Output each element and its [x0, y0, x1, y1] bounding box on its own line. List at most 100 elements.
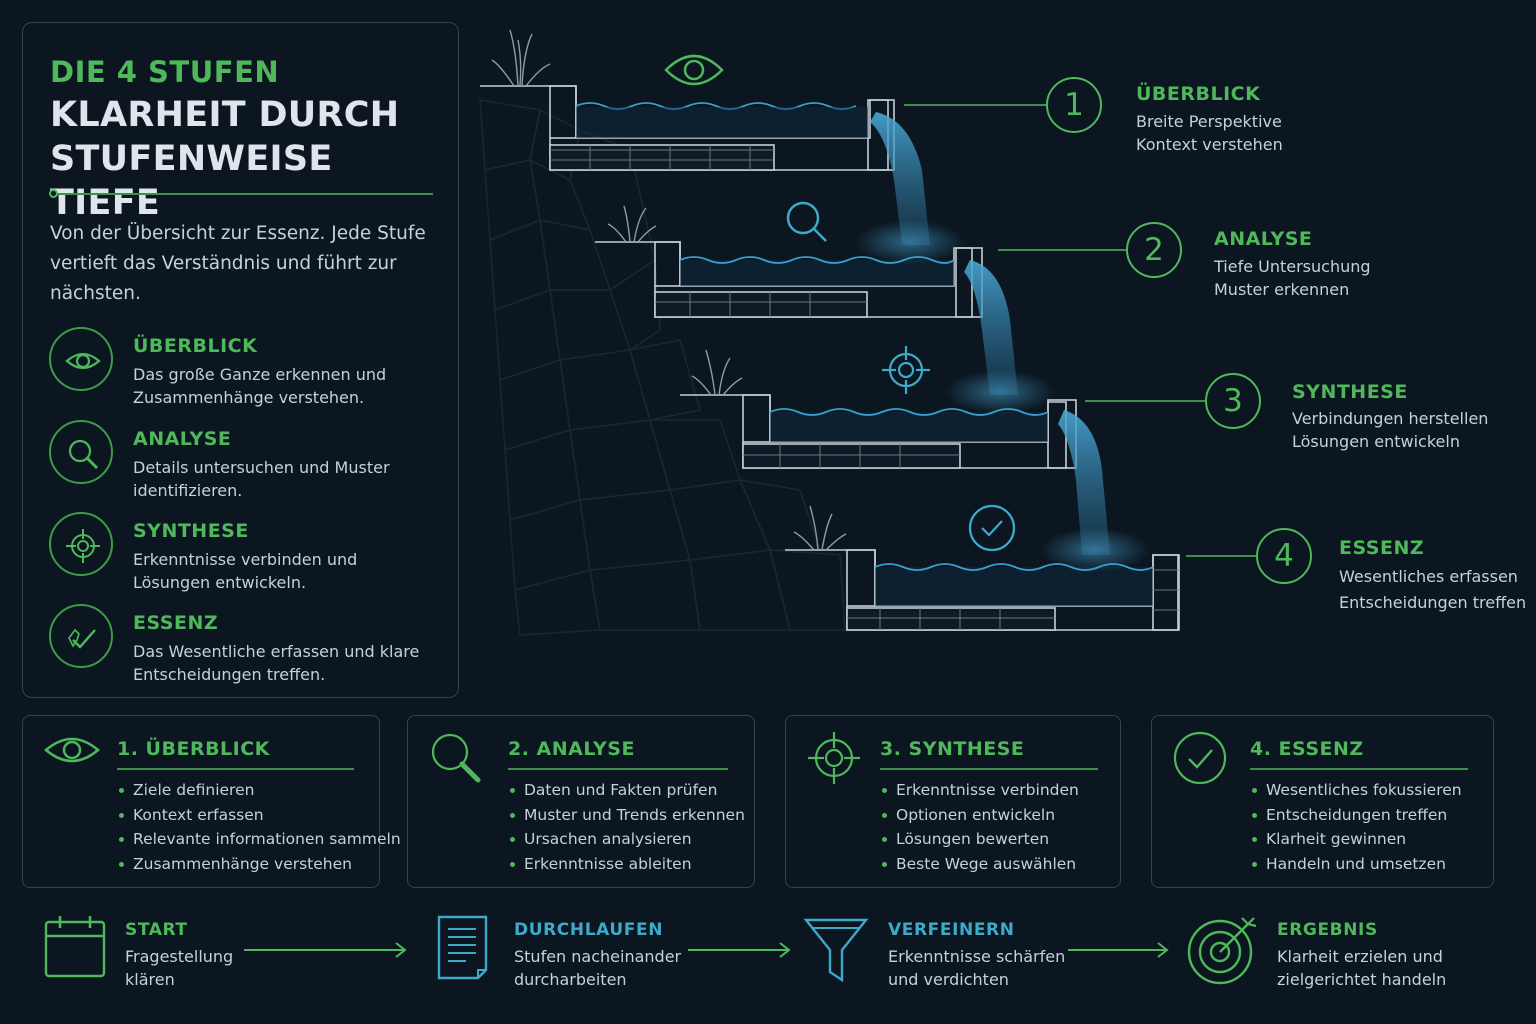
stage-node-title: ESSENZ — [1339, 537, 1425, 559]
stage-node-1: 1 — [1046, 77, 1102, 133]
connector-line — [998, 249, 1126, 251]
calendar-icon — [44, 916, 106, 978]
stage-node-desc: Verbindungen herstellen Lösungen entwick… — [1292, 407, 1532, 453]
connector-line — [1085, 400, 1205, 402]
list-item: Erkenntnisse ableiten — [508, 852, 745, 877]
card-title: 2. ANALYSE — [508, 738, 635, 760]
flow-desc: Stufen nacheinander durcharbeiten — [514, 945, 704, 991]
list-item: Kontext erfassen — [117, 803, 401, 828]
stage-node-4: 4 — [1256, 528, 1312, 584]
stage-node-title: ÜBERBLICK — [1136, 83, 1261, 105]
desc-line: Erkenntnisse schärfen — [888, 947, 1066, 966]
card-list: Wesentliches fokussieren Entscheidungen … — [1250, 778, 1462, 876]
flow-desc: Fragestellung klären — [125, 945, 315, 991]
intro-stage-desc: Das große Ganze erkennen und Zusammenhän… — [133, 365, 387, 407]
waterfalls — [855, 112, 1150, 572]
intro-stage-desc: Erkenntnisse verbinden und Lösungen entw… — [133, 550, 358, 592]
arrow-right-icon — [1068, 942, 1169, 958]
flow-desc: Erkenntnisse schärfen und verdichten — [888, 945, 1078, 991]
cascade-illustration — [479, 29, 1180, 636]
desc-line: Breite Perspektive — [1136, 112, 1282, 131]
document-icon — [437, 915, 488, 980]
arrow-right-icon — [688, 942, 791, 958]
desc-line: klären — [125, 970, 175, 989]
stage-node-2: 2 — [1126, 222, 1182, 278]
list-item: Klarheit gewinnen — [1250, 827, 1462, 852]
desc-line: Entscheidungen treffen — [1339, 593, 1527, 612]
intro-stage-title: ANALYSE — [133, 428, 232, 450]
target-icon — [1187, 917, 1257, 985]
card-rule — [1250, 768, 1468, 770]
eye-icon — [49, 327, 113, 391]
check-icon — [49, 604, 113, 668]
desc-line: durcharbeiten — [514, 970, 627, 989]
flow-title: ERGEBNIS — [1277, 920, 1378, 940]
stage-node-desc: Wesentliches erfassen Entscheidungen tre… — [1339, 564, 1536, 616]
basin-level-4 — [785, 549, 1180, 631]
card-list: Erkenntnisse verbinden Optionen entwicke… — [880, 778, 1079, 876]
intro-kicker: DIE 4 STUFEN — [50, 55, 280, 89]
desc-line: und verdichten — [888, 970, 1009, 989]
basin-level-1 — [480, 85, 895, 171]
eye-icon — [44, 737, 100, 763]
list-item: Lösungen bewerten — [880, 827, 1079, 852]
flow-desc: Klarheit erzielen und zielgerichtet hand… — [1277, 945, 1467, 991]
crosshair-icon — [808, 732, 860, 784]
arrow-right-icon — [244, 942, 407, 958]
list-item: Wesentliches fokussieren — [1250, 778, 1462, 803]
flow-step-verfeinern: VERFEINERN Erkenntnisse schärfen und ver… — [804, 912, 1065, 1002]
intro-stage-ueberblick: ÜBERBLICK Das große Ganze erkennen und Z… — [49, 327, 449, 407]
desc-line: Fragestellung — [125, 947, 234, 966]
check-icon — [968, 504, 1016, 552]
magnifier-icon — [431, 733, 481, 783]
card-title: 4. ESSENZ — [1250, 738, 1364, 760]
detail-card-ueberblick: 1. ÜBERBLICK Ziele definieren Kontext er… — [22, 715, 401, 888]
intro-stage-title: SYNTHESE — [133, 520, 249, 542]
magnifier-icon — [786, 201, 827, 242]
intro-stage-desc: Details untersuchen und Muster identifiz… — [133, 458, 390, 500]
desc-line: Tiefe Untersuchung — [1214, 257, 1371, 276]
intro-panel: DIE 4 STUFEN KLARHEIT DURCH STUFENWEISE … — [22, 22, 459, 698]
flow-title: DURCHLAUFEN — [514, 920, 664, 940]
stage-node-title: ANALYSE — [1214, 228, 1313, 250]
card-title: 1. ÜBERBLICK — [117, 738, 270, 760]
card-rule — [880, 768, 1098, 770]
card-list: Daten und Fakten prüfen Muster und Trend… — [508, 778, 745, 876]
detail-card-synthese: 3. SYNTHESE Erkenntnisse verbinden Optio… — [785, 715, 1121, 888]
intro-stage-synthese: SYNTHESE Erkenntnisse verbinden und Lösu… — [49, 512, 449, 592]
intro-stage-desc: Das Wesentliche erfassen und klare Entsc… — [133, 642, 420, 684]
intro-stage-title: ESSENZ — [133, 612, 219, 634]
flow-step-ergebnis: ERGEBNIS Klarheit erzielen und zielgeric… — [1186, 912, 1486, 1002]
list-item: Entscheidungen treffen — [1250, 803, 1462, 828]
desc-line: Lösungen entwickeln — [1292, 432, 1460, 451]
stage-node-title: SYNTHESE — [1292, 381, 1408, 403]
desc-line: Muster erkennen — [1214, 280, 1350, 299]
funnel-icon — [804, 918, 868, 983]
list-item: Beste Wege auswählen — [880, 852, 1079, 877]
check-icon — [1173, 731, 1227, 785]
intro-title: KLARHEIT DURCH STUFENWEISE TIEFE — [50, 95, 400, 223]
card-list: Ziele definieren Kontext erfassen Releva… — [117, 778, 401, 876]
list-item: Handeln und umsetzen — [1250, 852, 1462, 877]
list-item: Ziele definieren — [117, 778, 401, 803]
list-item: Muster und Trends erkennen — [508, 803, 745, 828]
intro-stage-essenz: ESSENZ Das Wesentliche erfassen und klar… — [49, 604, 449, 684]
detail-card-analyse: 2. ANALYSE Daten und Fakten prüfen Muste… — [407, 715, 755, 888]
desc-line: zielgerichtet handeln — [1277, 970, 1447, 989]
desc-line: Stufen nacheinander — [514, 947, 682, 966]
stage-node-3: 3 — [1205, 373, 1261, 429]
desc-line: Verbindungen herstellen — [1292, 409, 1489, 428]
desc-line: Kontext verstehen — [1136, 135, 1283, 154]
list-item: Daten und Fakten prüfen — [508, 778, 745, 803]
desc-line: Wesentliches erfassen — [1339, 567, 1518, 586]
eye-icon — [664, 54, 724, 86]
grass-decoration — [491, 29, 847, 551]
divider-dot — [49, 189, 58, 198]
list-item: Ursachen analysieren — [508, 827, 745, 852]
crosshair-icon — [49, 512, 113, 576]
intro-divider — [50, 193, 433, 195]
flow-title: START — [125, 920, 188, 940]
list-item: Zusammenhänge verstehen — [117, 852, 401, 877]
stage-node-desc: Breite Perspektive Kontext verstehen — [1136, 110, 1376, 156]
desc-line: Klarheit erzielen und — [1277, 947, 1443, 966]
